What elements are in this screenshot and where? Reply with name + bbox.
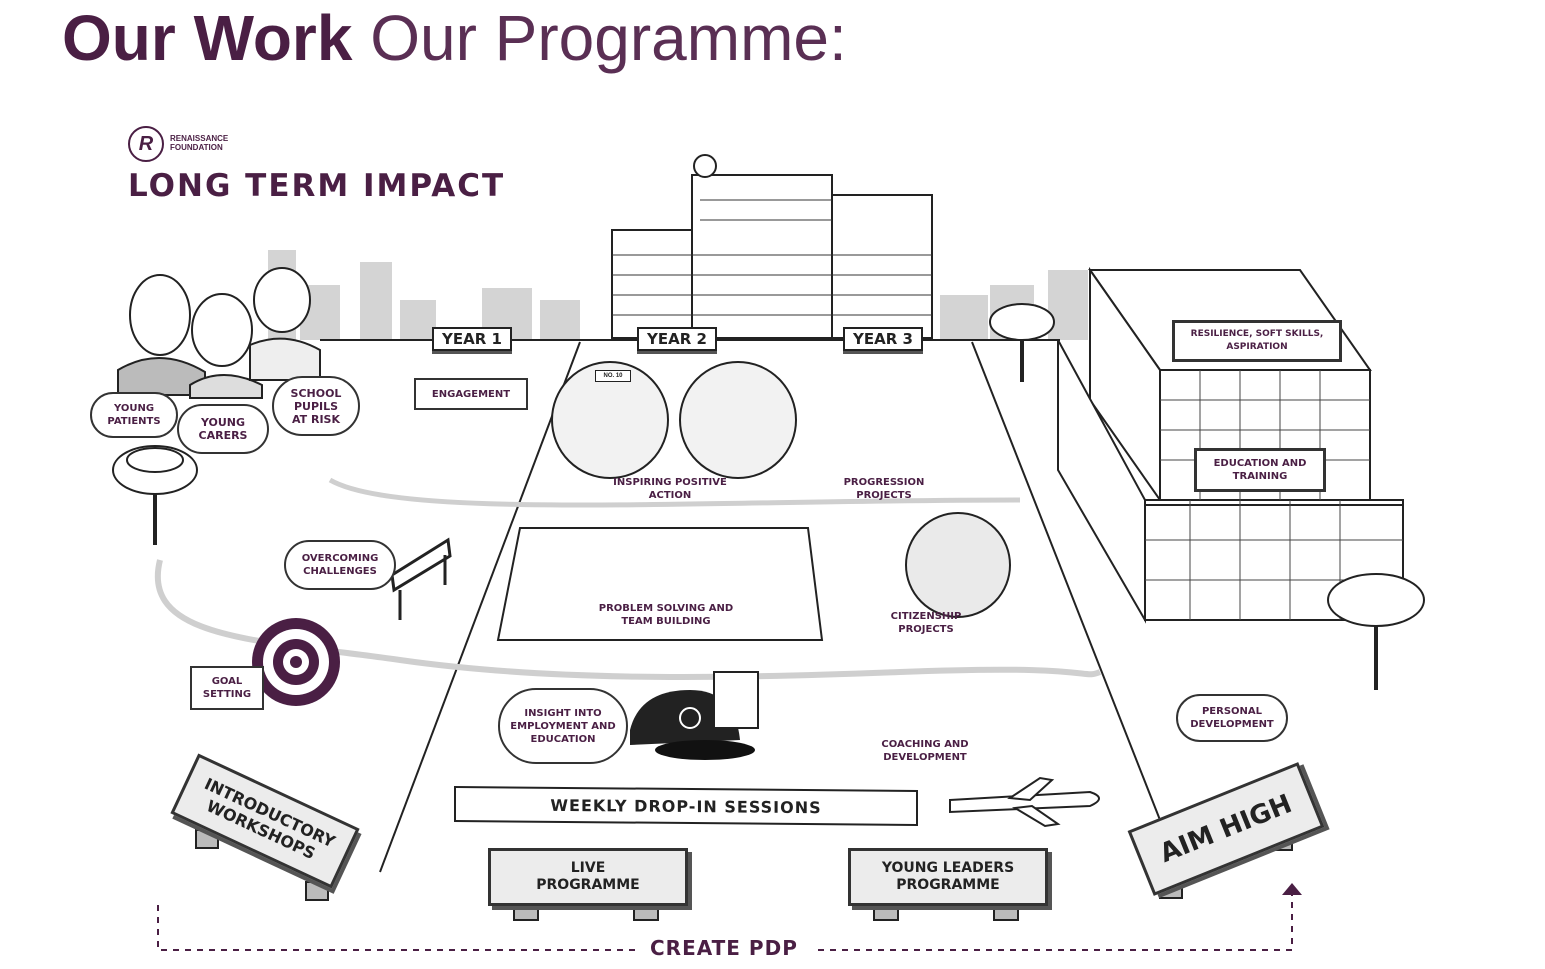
page-title: Our Work Our Programme: (62, 2, 847, 74)
bubble-school-pupils: SCHOOL PUPILS AT RISK (272, 376, 360, 436)
live-programme-label: LIVE PROGRAMME (536, 860, 640, 893)
tree-left (112, 445, 198, 545)
year-1-sign: YEAR 1 (432, 327, 512, 351)
weekly-banner: WEEKLY DROP-IN SESSIONS (454, 785, 918, 827)
bubble-young-patients: YOUNG PATIENTS (90, 392, 178, 438)
progression-label: PROGRESSION PROJECTS (843, 477, 925, 501)
bubble-personal: PERSONAL DEVELOPMENT (1176, 694, 1288, 742)
live-programme-board: LIVE PROGRAMME (488, 848, 688, 906)
inspiring-label: INSPIRING POSITIVE ACTION (613, 477, 727, 501)
young-leaders-label: YOUNG LEADERS PROGRAMME (881, 860, 1015, 893)
young-patients-label: YOUNG PATIENTS (107, 403, 161, 427)
education-sign: EDUCATION AND TRAINING (1194, 448, 1326, 492)
resilience-label: RESILIENCE, SOFT SKILLS, ASPIRATION (1190, 329, 1324, 352)
problem-solving-label: PROBLEM SOLVING AND TEAM BUILDING (598, 603, 734, 627)
lightbulb-easel-icon (713, 671, 759, 729)
overcoming-label: OVERCOMING CHALLENGES (301, 553, 379, 577)
coin-icon (905, 512, 1011, 618)
problem-platform (496, 527, 824, 641)
inspiring-circle-2 (679, 361, 797, 479)
airplane-icon (949, 776, 1100, 828)
citizenship-label: CITIZENSHIP PROJECTS (890, 611, 962, 635)
weekly-banner-label: WEEKLY DROP-IN SESSIONS (550, 795, 822, 817)
target-icon (252, 618, 340, 706)
long-term-impact-heading: LONG TERM IMPACT (128, 168, 506, 204)
brand-logo-icon: R (128, 126, 164, 162)
goal-setting-label: GOAL SETTING (202, 676, 252, 700)
create-pdp-label: CREATE PDP (650, 936, 798, 960)
board-legs (195, 829, 1293, 921)
brand-line-2: FOUNDATION (170, 143, 223, 152)
education-label: EDUCATION AND TRAINING (1213, 458, 1307, 482)
title-light: Our Programme: (370, 2, 847, 74)
hq-building (611, 154, 933, 339)
resilience-sign: RESILIENCE, SOFT SKILLS, ASPIRATION (1172, 320, 1342, 362)
young-carers-label: YOUNG CARERS (198, 416, 248, 442)
bubble-young-carers: YOUNG CARERS (177, 404, 269, 454)
hurdle-icon (390, 537, 452, 620)
coaching-label: COACHING AND DEVELOPMENT (881, 739, 969, 763)
bubble-insight: INSIGHT INTO EMPLOYMENT AND EDUCATION (498, 688, 628, 764)
tree-center (989, 303, 1055, 382)
pdp-arrow-icon (1282, 883, 1302, 895)
door-sign: NO. 10 (595, 370, 631, 382)
bubble-overcoming: OVERCOMING CHALLENGES (284, 540, 396, 590)
cap-icon (630, 690, 755, 760)
tree-right (1327, 573, 1425, 690)
audience-faces (117, 267, 321, 399)
young-leaders-board: YOUNG LEADERS PROGRAMME (848, 848, 1048, 906)
personal-development-label: PERSONAL DEVELOPMENT (1190, 706, 1274, 730)
brand-line-1: RENAISSANCE (170, 134, 229, 143)
inspiring-circle-1 (551, 361, 669, 479)
engagement-tag: ENGAGEMENT (414, 378, 528, 410)
pdp-dashed-line (157, 895, 1293, 951)
goal-setting-tag: GOAL SETTING (190, 666, 264, 710)
engagement-label: ENGAGEMENT (431, 388, 511, 400)
brand-name: RENAISSANCE FOUNDATION (170, 134, 228, 152)
year-2-sign: YEAR 2 (637, 327, 717, 351)
year-3-sign: YEAR 3 (843, 327, 923, 351)
title-bold: Our Work (62, 2, 353, 74)
school-pupils-label: SCHOOL PUPILS AT RISK (290, 386, 342, 426)
insight-label: INSIGHT INTO EMPLOYMENT AND EDUCATION (510, 707, 616, 745)
